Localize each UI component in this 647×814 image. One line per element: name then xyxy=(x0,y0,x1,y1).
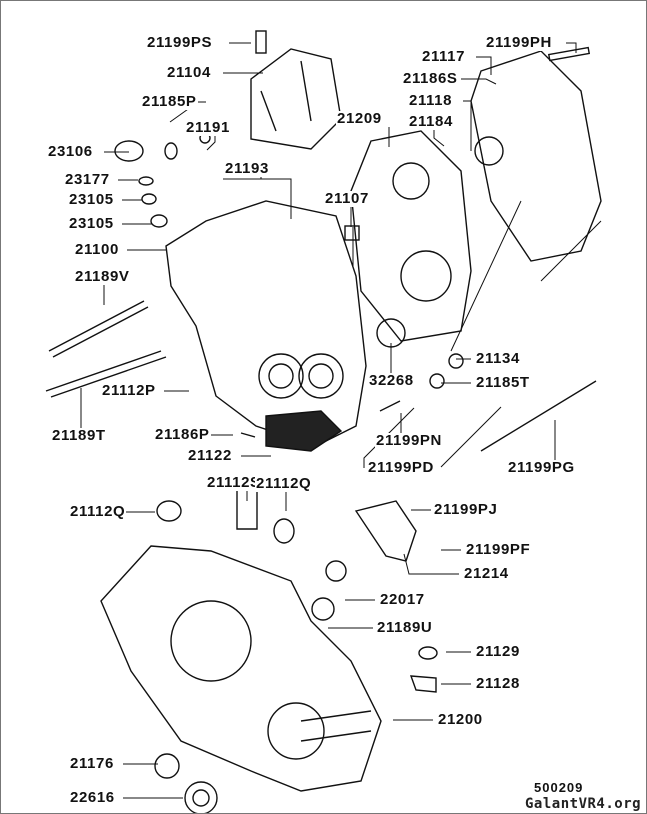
part-label: 21112Q xyxy=(255,475,313,492)
plate-21209 xyxy=(350,130,472,342)
shift-rail-21189T xyxy=(45,350,167,398)
part-label: 21199PN xyxy=(375,432,443,449)
part-label: 21122 xyxy=(187,447,233,464)
part-label: 21134 xyxy=(475,350,521,367)
part-label: 21129 xyxy=(475,643,521,660)
part-label: 21200 xyxy=(437,711,484,728)
part-label: 21189T xyxy=(51,427,107,444)
part-label: 21128 xyxy=(475,675,521,692)
part-label: 21112S xyxy=(206,474,262,491)
cover-21117 xyxy=(470,46,602,262)
part-label: 23105 xyxy=(68,215,115,232)
part-label: 22017 xyxy=(379,591,426,608)
part-label: 21100 xyxy=(74,241,120,258)
part-label: 21214 xyxy=(463,565,510,582)
bracket-21104 xyxy=(250,30,342,150)
part-label: 21199PG xyxy=(507,459,576,476)
part-label: 21185P xyxy=(141,93,198,110)
part-label: 21104 xyxy=(166,64,212,81)
part-label: 21112Q xyxy=(69,503,127,520)
part-label: 21199PH xyxy=(485,34,553,51)
part-label: 21184 xyxy=(408,113,454,130)
part-label: 21199PJ xyxy=(433,501,499,518)
part-label: 21186P xyxy=(154,426,211,443)
part-label: 21199PS xyxy=(146,34,214,51)
part-label: 21191 xyxy=(185,119,231,136)
leader-lines xyxy=(80,42,602,799)
transfer-case-21100 xyxy=(165,200,367,452)
part-label: 21176 xyxy=(69,755,115,772)
diagram-code: 500209 xyxy=(533,780,585,796)
part-label: 21199PF xyxy=(465,541,532,558)
shift-rail-21189V xyxy=(48,300,149,358)
part-label: 23177 xyxy=(64,171,111,188)
part-label: 21118 xyxy=(408,92,454,109)
part-label: 21117 xyxy=(421,48,467,65)
part-label: 21107 xyxy=(324,190,370,207)
clutch-housing-21200 xyxy=(100,545,382,792)
part-label: 22616 xyxy=(69,789,116,806)
part-label: 21189V xyxy=(74,268,131,285)
part-label: 21112P xyxy=(101,382,157,399)
watermark: GalantVR4.org xyxy=(525,796,642,812)
part-label: 21185T xyxy=(475,374,531,391)
part-label: 21186S xyxy=(402,70,459,87)
part-label: 21209 xyxy=(336,110,383,127)
small-parts xyxy=(114,132,597,813)
part-label: 32268 xyxy=(368,372,415,389)
part-label: 21199PD xyxy=(367,459,435,476)
part-label: 23105 xyxy=(68,191,115,208)
part-label: 23106 xyxy=(47,143,94,160)
part-label: 21189U xyxy=(376,619,434,636)
part-label: 21193 xyxy=(224,160,270,177)
